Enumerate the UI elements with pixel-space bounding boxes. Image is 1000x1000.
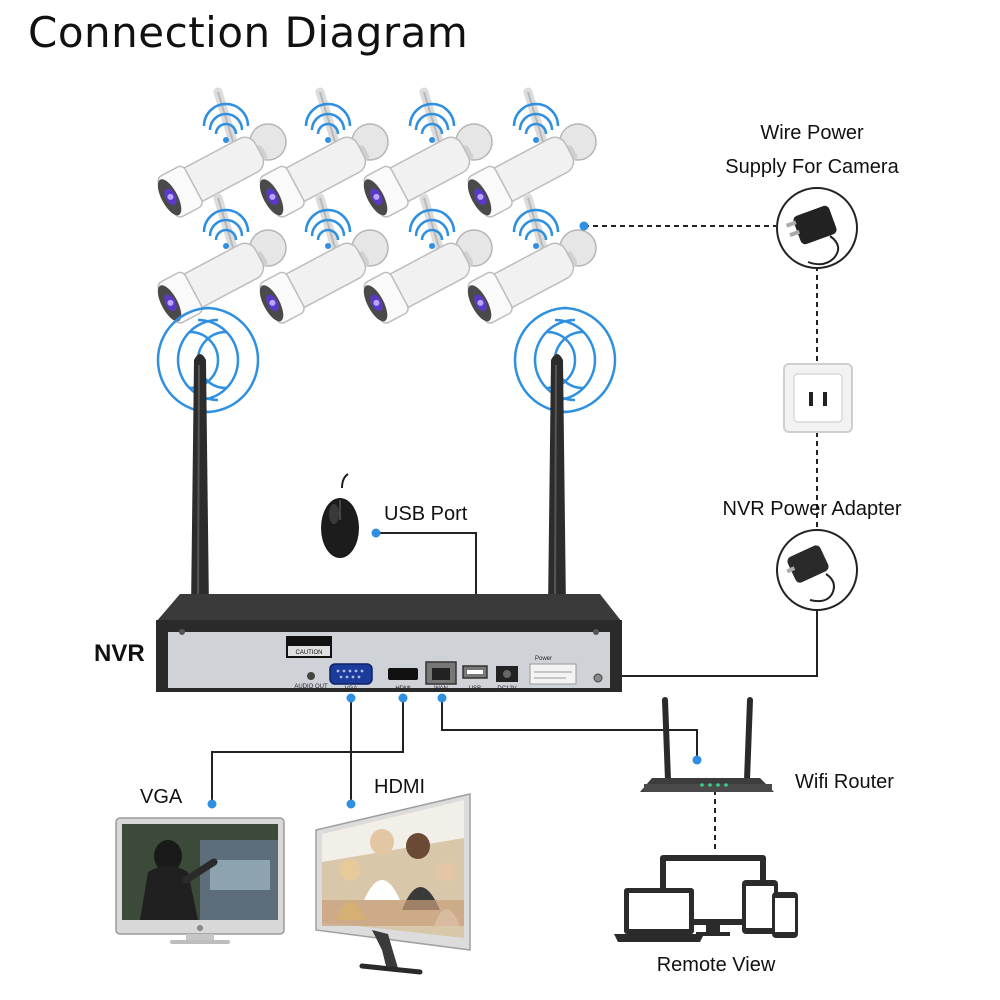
wifi-router-label: Wifi Router: [795, 771, 894, 793]
usb-port-label: USB: [469, 686, 481, 692]
nvr-power-adapter-label: NVR Power Adapter: [722, 498, 902, 520]
laptop-icon: [614, 888, 704, 942]
phone-icon: [772, 892, 798, 938]
hdmi-monitor-icon: [315, 793, 471, 975]
page-title: Connection Diagram: [28, 8, 469, 57]
connection-lines: [211, 225, 818, 850]
camera-power-adapter-icon: [776, 187, 858, 269]
vga-port-label: VGA: [345, 686, 358, 692]
remote-view-devices: [614, 855, 798, 942]
vga-label: VGA: [140, 786, 183, 808]
vga-monitor-icon: [115, 817, 285, 944]
router-icon: [640, 697, 774, 792]
caution-label: CAUTION: [296, 650, 323, 656]
wire-power-label-line2: Supply For Camera: [725, 156, 899, 178]
nvr-antenna-right: [513, 306, 617, 641]
hdmi-port-label: HDMI: [395, 686, 411, 692]
wire-power-label-line1: Wire Power: [760, 122, 864, 144]
wan-port-label: WAN: [434, 686, 448, 692]
nvr-power-adapter-icon: [776, 529, 858, 611]
mouse-icon: [321, 473, 359, 558]
power-label: Power: [535, 656, 552, 662]
dc-port-label: DC12V: [497, 686, 516, 692]
nvr-device: [156, 594, 622, 692]
wall-outlet-icon: [783, 363, 853, 433]
remote-view-label: Remote View: [656, 954, 776, 976]
tablet-icon: [742, 880, 778, 934]
nvr-label: NVR: [94, 640, 145, 667]
camera-row-bottom: [152, 198, 596, 327]
audio-out-label: AUDIO OUT: [294, 684, 328, 690]
usb-port-label: USB Port: [384, 503, 468, 525]
hdmi-label: HDMI: [374, 776, 426, 798]
nvr-panel-labels: CAUTION AUDIO OUT VGA HDMI WAN USB DC12V…: [294, 650, 552, 692]
nvr-antenna-left: [156, 306, 260, 641]
